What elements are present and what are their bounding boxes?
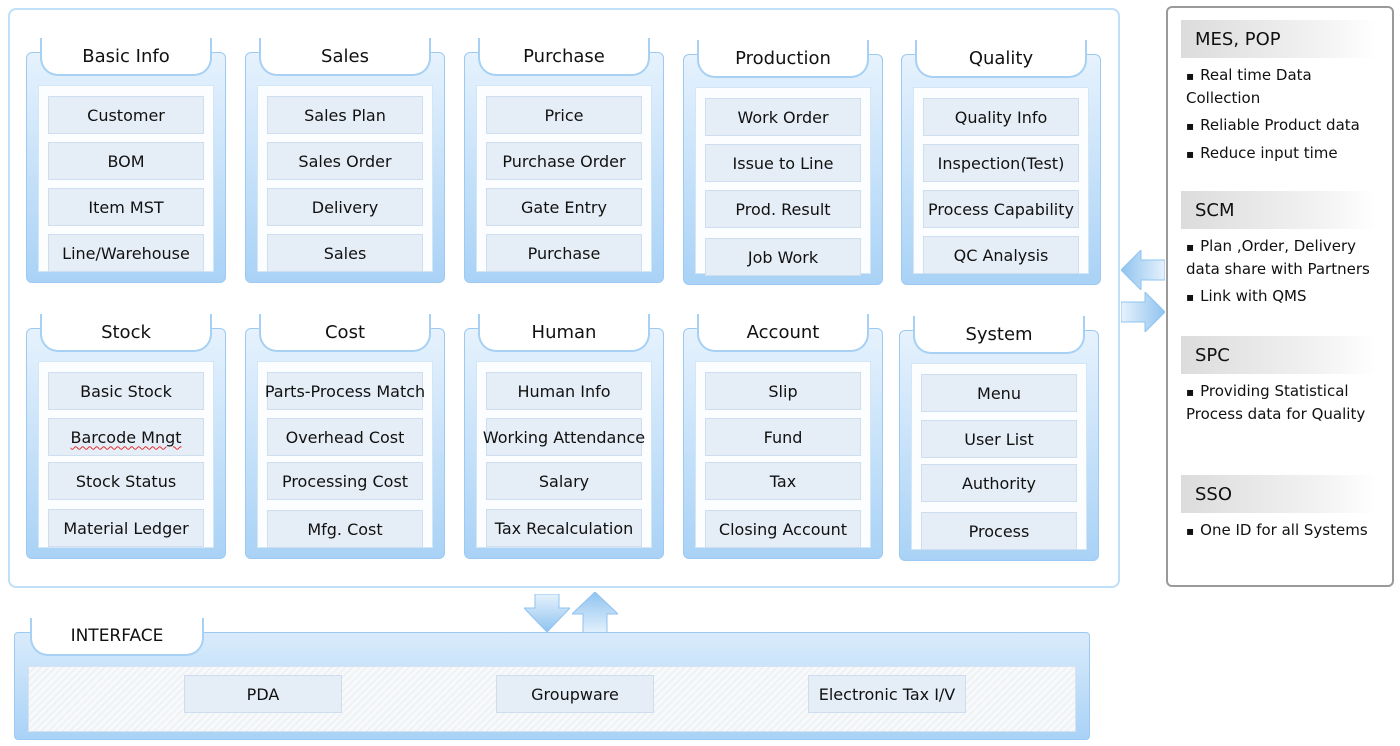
module-title: Sales [259,38,431,76]
module-system: System Menu User List Authority Process [899,316,1099,561]
module-title: Quality [915,40,1087,78]
menu-item-closing-account[interactable]: Closing Account [705,510,861,548]
module-title: Cost [259,314,431,352]
module-title: Account [697,314,869,352]
arrow-down-icon [524,594,570,633]
side-section-title: SPC [1181,336,1377,374]
menu-item-issue-to-line[interactable]: Issue to Line [705,144,861,182]
menu-item-barcode-mngt[interactable]: Barcode Mngt [48,418,204,456]
interface-item-groupware[interactable]: Groupware [496,675,654,713]
side-panel: MES, POP Real time Data Collection Relia… [1166,6,1394,587]
module-inner: Slip Fund Tax Closing Account [695,361,871,548]
menu-item-overhead-cost[interactable]: Overhead Cost [267,418,423,456]
module-inner: Basic Stock Barcode Mngt Stock Status Ma… [38,361,214,548]
menu-item-slip[interactable]: Slip [705,372,861,410]
module-inner: Price Purchase Order Gate Entry Purchase [476,85,652,272]
interface-title: INTERFACE [30,618,204,656]
menu-item-work-order[interactable]: Work Order [705,98,861,136]
module-stock: Stock Basic Stock Barcode Mngt Stock Sta… [26,314,226,559]
module-production: Production Work Order Issue to Line Prod… [683,40,883,285]
menu-item-process[interactable]: Process [921,512,1077,550]
side-bullet: Link with QMS [1186,285,1392,308]
menu-item-basic-stock[interactable]: Basic Stock [48,372,204,410]
menu-item-human-info[interactable]: Human Info [486,372,642,410]
arrow-left-icon [1121,250,1165,290]
side-section-title: SCM [1181,191,1377,229]
interface-panel: INTERFACE PDA Groupware Electronic Tax I… [14,618,1090,740]
menu-item-delivery[interactable]: Delivery [267,188,423,226]
side-section-mes-pop: MES, POP Real time Data Collection Relia… [1168,20,1392,170]
menu-item-purchase-order[interactable]: Purchase Order [486,142,642,180]
menu-item-line-warehouse[interactable]: Line/Warehouse [48,234,204,272]
interface-inner: PDA Groupware Electronic Tax I/V [28,666,1076,732]
menu-item-customer[interactable]: Customer [48,96,204,134]
side-section-spc: SPC Providing Statistical Process data f… [1168,336,1392,430]
module-title: Purchase [478,38,650,76]
module-human: Human Human Info Working Attendance Sala… [464,314,664,559]
side-section-title: MES, POP [1181,20,1377,58]
module-title: Production [697,40,869,78]
arrow-up-icon [572,592,618,634]
menu-item-menu[interactable]: Menu [921,374,1077,412]
module-inner: Customer BOM Item MST Line/Warehouse [38,85,214,272]
module-inner: Menu User List Authority Process [911,363,1087,550]
module-cost: Cost Parts-Process Match Overhead Cost P… [245,314,445,559]
menu-item-authority[interactable]: Authority [921,464,1077,502]
interface-item-pda[interactable]: PDA [184,675,342,713]
menu-item-fund[interactable]: Fund [705,418,861,456]
menu-item-gate-entry[interactable]: Gate Entry [486,188,642,226]
module-inner: Human Info Working Attendance Salary Tax… [476,361,652,548]
module-title: Basic Info [40,38,212,76]
module-inner: Quality Info Inspection(Test) Process Ca… [913,87,1089,274]
side-bullet: Reduce input time [1186,142,1392,165]
module-title: Human [478,314,650,352]
menu-item-material-ledger[interactable]: Material Ledger [48,509,204,547]
module-title: System [913,316,1085,354]
menu-item-qc-analysis[interactable]: QC Analysis [923,236,1079,274]
menu-item-tax[interactable]: Tax [705,462,861,500]
menu-item-stock-status[interactable]: Stock Status [48,462,204,500]
module-purchase: Purchase Price Purchase Order Gate Entry… [464,38,664,283]
side-section-sso: SSO One ID for all Systems [1168,475,1392,547]
menu-item-price[interactable]: Price [486,96,642,134]
menu-item-salary[interactable]: Salary [486,462,642,500]
menu-item-process-capability[interactable]: Process Capability [923,190,1079,228]
module-basic-info: Basic Info Customer BOM Item MST Line/Wa… [26,38,226,283]
module-inner: Parts-Process Match Overhead Cost Proces… [257,361,433,548]
interface-item-electronic-tax[interactable]: Electronic Tax I/V [808,675,966,713]
side-bullet: One ID for all Systems [1186,519,1392,542]
menu-item-mfg-cost[interactable]: Mfg. Cost [267,510,423,548]
menu-item-label: Barcode Mngt [70,427,182,447]
module-sales: Sales Sales Plan Sales Order Delivery Sa… [245,38,445,283]
menu-item-parts-process-match[interactable]: Parts-Process Match [265,372,425,410]
side-bullet: Providing Statistical Process data for Q… [1186,380,1392,425]
menu-item-working-attendance[interactable]: Working Attendance [483,418,645,456]
menu-item-inspection[interactable]: Inspection(Test) [923,144,1079,182]
menu-item-processing-cost[interactable]: Processing Cost [267,462,423,500]
module-inner: Work Order Issue to Line Prod. Result Jo… [695,87,871,276]
module-inner: Sales Plan Sales Order Delivery Sales [257,85,433,272]
side-bullet: Reliable Product data [1186,114,1392,137]
menu-item-sales[interactable]: Sales [267,234,423,272]
menu-item-item-mst[interactable]: Item MST [48,188,204,226]
menu-item-user-list[interactable]: User List [921,420,1077,458]
side-section-scm: SCM Plan ,Order, Delivery data share wit… [1168,191,1392,313]
menu-item-sales-order[interactable]: Sales Order [267,142,423,180]
menu-item-bom[interactable]: BOM [48,142,204,180]
arrow-right-icon [1121,292,1165,332]
main-frame: Basic Info Customer BOM Item MST Line/Wa… [8,8,1120,588]
menu-item-quality-info[interactable]: Quality Info [923,98,1079,136]
menu-item-job-work[interactable]: Job Work [705,238,861,276]
menu-item-purchase[interactable]: Purchase [486,234,642,272]
side-section-title: SSO [1181,475,1377,513]
menu-item-prod-result[interactable]: Prod. Result [705,190,861,228]
module-title: Stock [40,314,212,352]
menu-item-sales-plan[interactable]: Sales Plan [267,96,423,134]
menu-item-tax-recalculation[interactable]: Tax Recalculation [486,509,642,547]
side-bullet: Real time Data Collection [1186,64,1392,109]
module-account: Account Slip Fund Tax Closing Account [683,314,883,559]
module-quality: Quality Quality Info Inspection(Test) Pr… [901,40,1101,285]
side-bullet: Plan ,Order, Delivery data share with Pa… [1186,235,1392,280]
